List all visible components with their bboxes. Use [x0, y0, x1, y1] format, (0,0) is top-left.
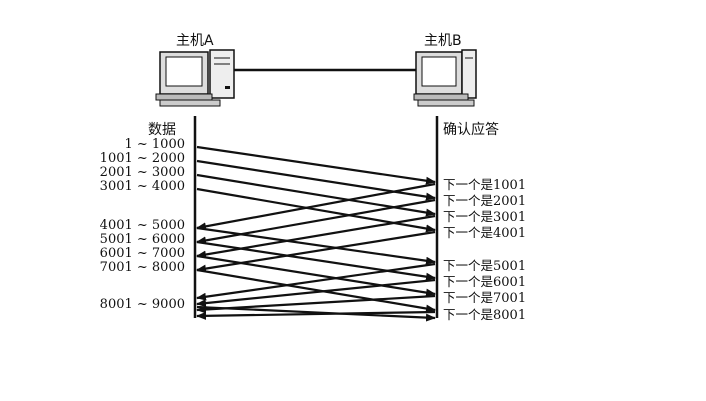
ack-label: 下一个是2001	[443, 190, 526, 209]
ack-prefix: 下一个是	[443, 177, 494, 192]
ack-number: 6001	[493, 275, 527, 290]
data-segment-label: 6001 ~ 7000	[99, 246, 185, 261]
data-arrow	[196, 254, 436, 297]
data-arrow	[196, 226, 436, 265]
data-arrow	[196, 145, 436, 185]
ack-arrow	[196, 294, 436, 314]
ack-prefix: 下一个是	[443, 258, 494, 273]
ack-arrow	[196, 262, 436, 301]
data-arrow	[196, 305, 436, 322]
ack-prefix: 下一个是	[443, 274, 494, 289]
ack-label: 下一个是5001	[443, 255, 526, 274]
ack-prefix: 下一个是	[443, 290, 494, 305]
ack-label: 下一个是1001	[443, 174, 526, 193]
data-segment-label: 5001 ~ 6000	[99, 232, 185, 247]
data-segment-label: 3001 ~ 4000	[99, 179, 185, 194]
data-segment-label: 7001 ~ 8000	[99, 260, 185, 275]
host-b-label: 主机B	[424, 33, 462, 49]
computer-b-icon	[413, 49, 477, 107]
ack-arrow	[196, 278, 436, 308]
data-arrow	[196, 268, 436, 313]
ack-arrow	[196, 310, 436, 320]
ack-label: 下一个是7001	[443, 287, 526, 306]
data-segment-label: 2001 ~ 3000	[99, 165, 185, 180]
ack-number: 1001	[493, 178, 527, 193]
ack-number: 4001	[493, 226, 527, 241]
ack-number: 7001	[493, 291, 527, 306]
ack-number: 3001	[493, 210, 527, 225]
data-arrow	[196, 159, 436, 201]
host-a-label: 主机A	[176, 33, 214, 49]
ack-arrow	[196, 230, 436, 273]
ack-prefix: 下一个是	[443, 307, 494, 322]
ack-number: 8001	[493, 308, 527, 323]
ack-column-heading: 确认应答	[443, 122, 499, 138]
ack-prefix: 下一个是	[443, 209, 494, 224]
ack-arrow	[196, 214, 436, 259]
data-arrow	[196, 240, 436, 281]
ack-label: 下一个是3001	[443, 206, 526, 225]
ack-prefix: 下一个是	[443, 193, 494, 208]
data-segment-label: 1001 ~ 2000	[99, 151, 185, 166]
data-segment-label: 1 ~ 1000	[124, 137, 185, 152]
computer-a-icon	[155, 49, 235, 107]
ack-number: 2001	[493, 194, 527, 209]
ack-label: 下一个是4001	[443, 222, 526, 241]
segment-arrows	[196, 145, 436, 322]
ack-arrow	[196, 198, 436, 245]
data-segment-label: 4001 ~ 5000	[99, 218, 185, 233]
ack-prefix: 下一个是	[443, 225, 494, 240]
ack-label: 下一个是6001	[443, 271, 526, 290]
data-segment-label: 8001 ~ 9000	[99, 297, 185, 312]
ack-number: 5001	[493, 259, 527, 274]
ack-label: 下一个是8001	[443, 304, 526, 323]
ack-arrow	[196, 182, 436, 231]
data-column-heading: 数据	[148, 122, 176, 138]
